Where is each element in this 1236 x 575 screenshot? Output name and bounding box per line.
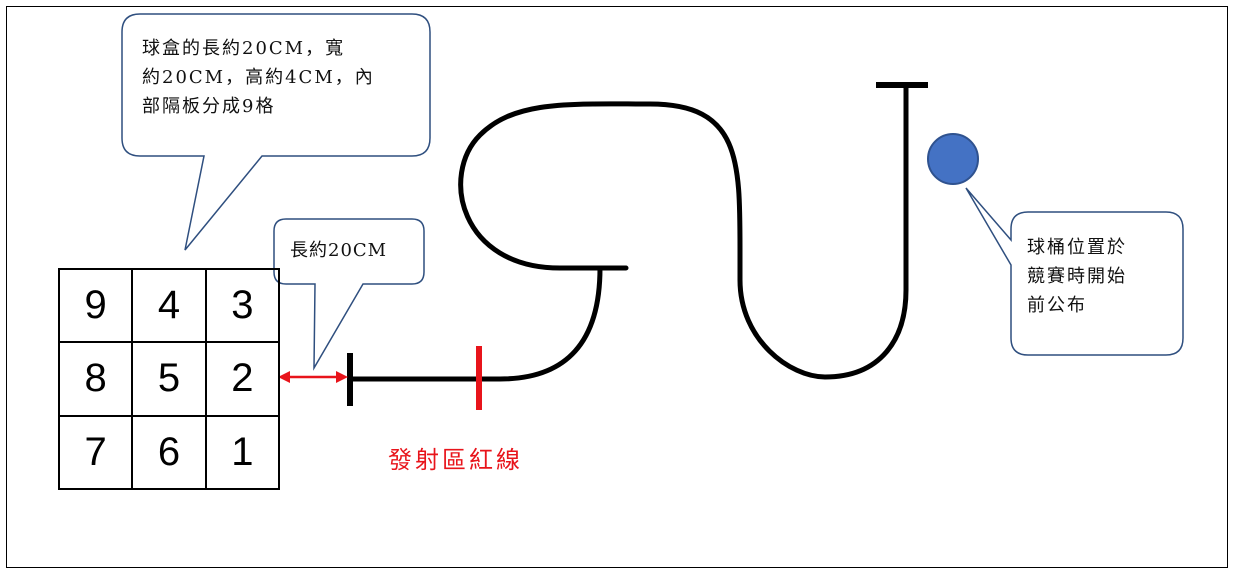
- ball-box-callout-text: 球盒的長約20CM，寬 約20CM，高約4CM，內 部隔板分成9格: [142, 34, 375, 121]
- distance-callout-bubble: [273, 218, 425, 371]
- grid-cell: 5: [132, 342, 206, 416]
- bucket-callout-line: 前公布: [1027, 295, 1087, 316]
- ball-box-callout-line: 球盒的長約20CM，寬: [142, 38, 346, 59]
- grid-cell: 1: [205, 415, 279, 489]
- grid-cell: 4: [132, 269, 206, 343]
- track-path: [347, 82, 909, 382]
- bucket-callout-line: 競賽時開始: [1027, 266, 1127, 287]
- distance-arrow: [278, 371, 348, 383]
- launch-line-label: 發射區紅線: [388, 446, 523, 474]
- ball-box-callout-bubble: [121, 13, 431, 251]
- distance-callout-line: 長約20CM: [290, 240, 388, 261]
- ball-box-grid: 9 4 3 8 5 2 7 6 1: [58, 268, 280, 490]
- bucket-callout-bubble: [965, 187, 1184, 356]
- grid-cell: 2: [205, 342, 279, 416]
- bucket-callout-line: 球桶位置於: [1027, 237, 1127, 258]
- ball-bucket: [927, 133, 979, 185]
- grid-cell: 9: [59, 269, 133, 343]
- bucket-callout-text: 球桶位置於 競賽時開始 前公布: [1027, 233, 1127, 320]
- ball-box-callout-line: 約20CM，高約4CM，內: [142, 67, 375, 88]
- diagram-frame: [6, 6, 1228, 568]
- ball-box-callout-line: 部隔板分成9格: [142, 96, 276, 117]
- grid-cell: 8: [59, 342, 133, 416]
- grid-cell: 3: [205, 269, 279, 343]
- grid-cell: 6: [132, 415, 206, 489]
- distance-callout-text: 長約20CM: [290, 236, 387, 265]
- grid-cell: 7: [59, 415, 133, 489]
